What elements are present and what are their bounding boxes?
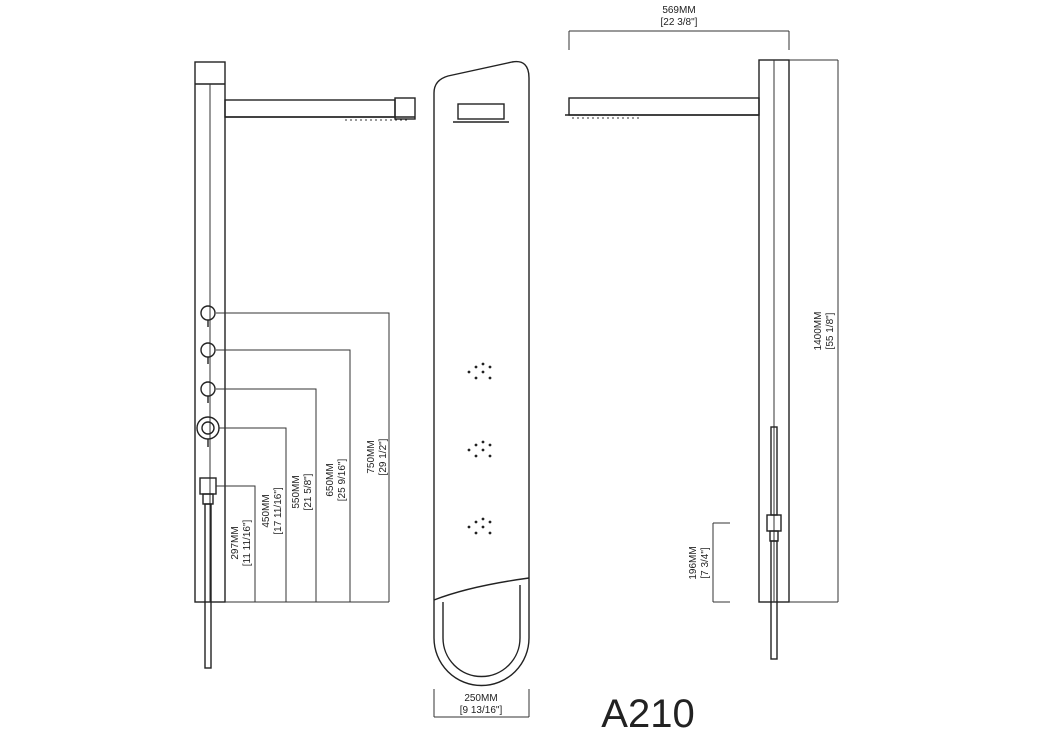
dim-750mm: 750MM <box>366 440 377 473</box>
dim-550mm: 550MM <box>291 475 302 508</box>
model-label: A210 <box>601 692 694 736</box>
dim-1400mm: 1400MM <box>813 312 824 351</box>
dim-297in: [11 11/16"] <box>242 520 253 567</box>
height-dimension-lines <box>216 312 390 603</box>
hose-outlet-dimension <box>712 522 730 603</box>
body-jet-2 <box>467 440 492 458</box>
valve-3 <box>200 381 216 403</box>
dim-250mm: 250MM <box>464 693 497 704</box>
top-width-dimension <box>568 30 790 50</box>
front-view: 250MM [9 13/16"] <box>433 60 530 718</box>
shower-arm <box>224 99 396 118</box>
rain-head-tray <box>457 103 505 120</box>
panel-width-dimension <box>433 689 530 718</box>
dim-650mm: 650MM <box>325 463 336 496</box>
dim-450mm: 450MM <box>261 494 272 527</box>
dim-250in: [9 13/16"] <box>460 705 503 716</box>
hand-shower-hose <box>766 426 782 660</box>
dim-750in: [29 1/2"] <box>378 438 389 475</box>
dim-450in: [17 11/16"] <box>273 487 284 535</box>
panel-outline <box>433 60 530 687</box>
body-jet-1 <box>467 362 492 380</box>
total-height-dimension <box>789 59 839 603</box>
dim-297mm: 297MM <box>230 526 241 559</box>
body-jet-3 <box>467 517 492 535</box>
dim-550in: [21 5/8"] <box>303 473 314 510</box>
valve-2 <box>200 342 216 364</box>
dim-569in: [22 3/8"] <box>661 17 698 28</box>
dim-196in: [7 3/4"] <box>700 547 711 579</box>
dim-650in: [25 9/16"] <box>337 459 348 502</box>
dim-1400in: [55 1/8"] <box>825 312 836 349</box>
dim-569mm: 569MM <box>662 5 695 16</box>
hose-outlet <box>199 477 217 669</box>
left-side-view: 750MM [29 1/2"] 650MM [25 9/16"] 550MM [… <box>194 61 416 669</box>
right-side-view: 569MM [22 3/8"] 1400MM [55 1/8"] 196MM [… <box>565 5 839 660</box>
diverter-valve <box>196 416 220 447</box>
dim-196mm: 196MM <box>688 546 699 579</box>
shower-arm-right <box>568 97 760 116</box>
valve-1 <box>200 305 216 327</box>
